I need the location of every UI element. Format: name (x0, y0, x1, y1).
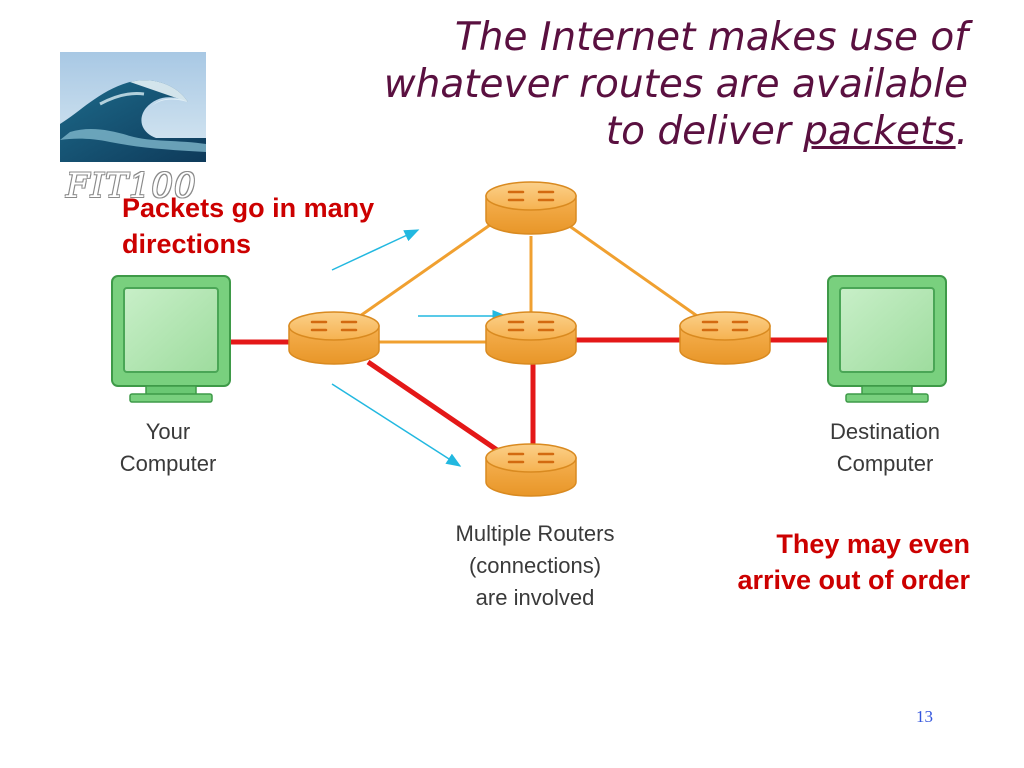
your-computer-label-line-1: Your (145, 419, 191, 444)
note-packets-directions: Packets go in many directions (122, 190, 374, 262)
destination-computer-icon (827, 275, 947, 403)
your-computer-label: Your Computer (98, 416, 238, 480)
note-out-of-order: They may even arrive out of order (737, 526, 970, 598)
router-left (288, 311, 380, 365)
title-line-2: whatever routes are available (383, 62, 968, 107)
slide-title: The Internet makes use of whatever route… (248, 14, 968, 155)
note-right-line-2: arrive out of order (737, 565, 970, 595)
arrow-up (331, 229, 420, 271)
packets-term: packets (803, 109, 956, 154)
link-top-r3 (567, 223, 701, 320)
logo-text: FIT100 (66, 166, 197, 206)
title-line-3-suffix: . (955, 109, 968, 154)
your-computer-icon (111, 275, 231, 403)
red-route (230, 337, 830, 455)
page-number: 13 (916, 707, 933, 726)
router-center (485, 311, 577, 365)
red-r1-bottom (366, 359, 502, 455)
router-right (679, 311, 771, 365)
orange-links (359, 223, 701, 344)
routers-label: Multiple Routers (connections) are invol… (410, 518, 660, 614)
routers-label-line-3: are involved (475, 585, 595, 610)
destination-computer-label: Destination Computer (800, 416, 970, 480)
title-line-3-prefix: to deliver (605, 109, 804, 154)
link-r1-top (359, 223, 491, 318)
packet-arrows (331, 229, 508, 467)
routers-label-line-2: (connections) (468, 553, 602, 578)
arrow-down (331, 383, 462, 467)
your-computer-label-line-2: Computer (119, 451, 217, 476)
note-left-line-1: Packets go in many (122, 193, 375, 223)
routers-label-line-1: Multiple Routers (455, 521, 615, 546)
wave-logo-icon (60, 52, 206, 162)
destination-label-line-2: Computer (836, 451, 934, 476)
title-line-3: to deliver packets. (248, 108, 968, 155)
router-bottom (485, 443, 577, 497)
destination-label-line-1: Destination (829, 419, 941, 444)
note-left-line-2: directions (122, 229, 252, 259)
title-line-1: The Internet makes use of (454, 15, 968, 60)
note-right-line-1: They may even (776, 529, 970, 559)
router-top (485, 181, 577, 235)
